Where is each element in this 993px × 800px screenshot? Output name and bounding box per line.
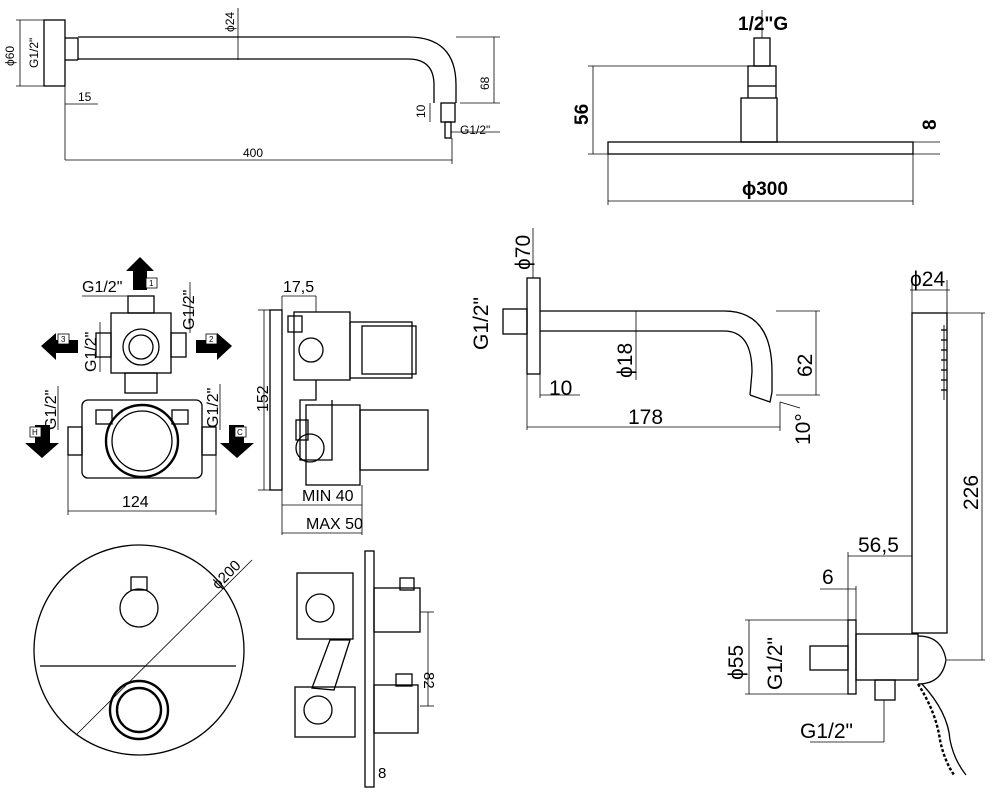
spout-length: 178 [628,406,663,429]
arm-drop-height: 68 [478,76,492,90]
spout-flange-depth: 10 [549,377,572,400]
mixer-lower-right-thread: G1/2" [205,388,222,428]
hand-shower-flange-diameter: ϕ55 [725,645,748,680]
arm-pipe-diameter: ϕ24 [223,12,237,32]
arm-length: 400 [243,146,263,160]
spout-angle: 10° [792,413,815,445]
mixer-right-thread: G1/2" [181,290,198,330]
head-height: 56 [572,104,593,125]
spout-pipe-diameter: ϕ18 [614,343,637,378]
arm-outlet-thread: G1/2" [460,123,490,137]
mixer-width: 124 [122,494,149,511]
hand-shower-diameter: ϕ24 [910,268,945,291]
arm-thread: G1/2" [27,38,41,68]
side-offset: 17,5 [283,279,314,296]
head-diameter: ϕ300 [742,179,788,200]
installed-spacing: 82 [420,672,437,689]
spout-flange-diameter: ϕ70 [512,235,535,270]
spout-height: 62 [794,354,817,377]
side-height: 152 [255,385,272,412]
port-cold-label: C [237,428,243,437]
arm-flange-depth: 15 [78,90,92,104]
hand-shower-drawing: ϕ24 226 56,5 6 ϕ55 G1/2" G1/2" [725,268,985,776]
shower-arm-drawing: ϕ60 G1/2" ϕ24 15 68 10 G1/2" 400 [3,8,500,164]
arm-outlet-offset: 10 [414,104,428,118]
hand-shower-outlet-offset: 56,5 [858,534,899,557]
mixer-body-drawing: 1 3 2 H C G1/2" G1/2" G1/2" G1/2" G1/2" … [25,257,254,515]
cover-diameter: ϕ200 [209,557,245,593]
shower-head-drawing: 1/2"G 56 8 ϕ300 [572,10,941,205]
port-1-label: 1 [149,279,154,288]
installed-plate-thickness: 8 [378,765,386,782]
mixer-top-thread: G1/2" [82,279,122,296]
hand-shower-thread: G1/2" [764,637,787,690]
installed-side-drawing: 82 8 [294,550,437,788]
head-thickness: 8 [920,119,941,130]
hand-shower-outlet-thread: G1/2" [800,720,853,743]
head-thread: 1/2"G [738,14,788,35]
spout-drawing: G1/2" ϕ70 ϕ18 10 178 62 10° [470,228,820,445]
cover-plate-drawing: ϕ200 [33,544,253,756]
port-hot-label: H [32,428,38,437]
spout-thread: G1/2" [470,297,493,350]
mixer-lower-left-thread: G1/2" [43,390,60,430]
side-depth-min: MIN 40 [302,488,354,505]
port-3-label: 3 [61,335,66,344]
mixer-left-thread: G1/2" [83,332,100,372]
side-depth-max: MAX 50 [306,516,363,533]
arm-flange-diameter: ϕ60 [3,46,17,66]
mixer-side-drawing: 17,5 152 MIN 40 MAX 50 [255,279,429,535]
hand-shower-plate-offset: 6 [822,566,834,589]
hand-shower-length: 226 [960,475,983,510]
port-2-label: 2 [209,335,214,344]
